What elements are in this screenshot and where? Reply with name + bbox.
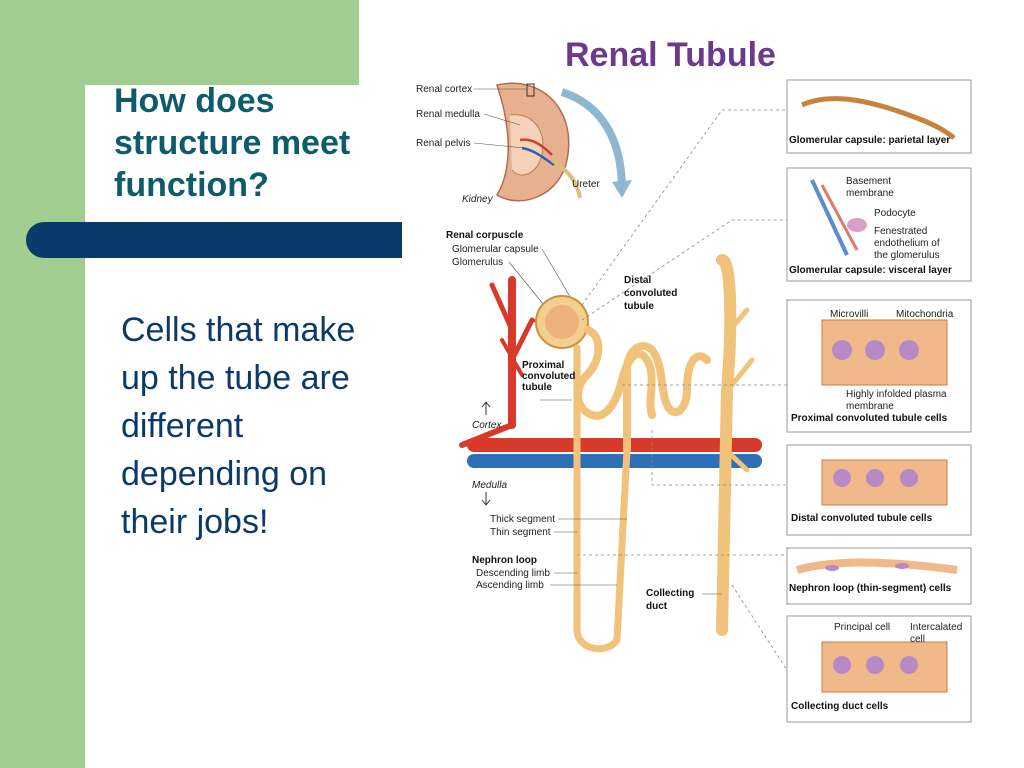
label-intercalated-1: Intercalated xyxy=(910,622,962,633)
label-distal-1: Distal xyxy=(624,275,651,286)
green-sidebar xyxy=(0,0,85,768)
green-top-panel xyxy=(85,0,359,85)
label-principal-cell: Principal cell xyxy=(834,622,890,633)
nephron-tubule xyxy=(573,254,755,653)
label-microvilli: Microvilli xyxy=(830,309,868,320)
label-renal-pelvis: Renal pelvis xyxy=(416,138,470,149)
label-nephron-loop: Nephron loop xyxy=(472,555,537,566)
diagram-title: Renal Tubule xyxy=(565,36,776,74)
label-kidney: Kidney xyxy=(462,194,494,205)
label-infolded-1: Highly infolded plasma xyxy=(846,389,947,400)
label-mitochondria: Mitochondria xyxy=(896,309,954,320)
label-cortex: Cortex xyxy=(472,420,502,431)
renal-tubule-diagram: Renal Tubule Renal cortex Renal medulla … xyxy=(416,36,972,723)
label-proximal-2: convoluted xyxy=(522,371,575,382)
arteriole-tree xyxy=(459,276,554,448)
caption-collecting: Collecting duct cells xyxy=(791,701,889,712)
label-intercalated-2: cell xyxy=(910,634,925,645)
caption-distal: Distal convoluted tubule cells xyxy=(791,513,933,524)
blue-accent-band xyxy=(26,222,402,258)
caption-parietal: Glomerular capsule: parietal layer xyxy=(789,135,950,146)
label-medulla: Medulla xyxy=(472,480,507,491)
label-glomerulus: Glomerulus xyxy=(452,257,503,268)
label-renal-medulla: Renal medulla xyxy=(416,109,480,120)
label-thin-segment: Thin segment xyxy=(490,527,551,538)
label-glomerular-capsule: Glomerular capsule xyxy=(452,244,539,255)
detail-box-collecting: Principal cell Intercalated cell Collect… xyxy=(786,615,972,723)
label-proximal-3: tubule xyxy=(522,382,552,393)
label-basement-2: membrane xyxy=(846,188,894,199)
caption-proximal: Proximal convoluted tubule cells xyxy=(791,413,948,424)
caption-nephron-loop: Nephron loop (thin-segment) cells xyxy=(789,583,952,594)
label-basement-1: Basement xyxy=(846,176,891,187)
detail-box-visceral: Basement membrane Podocyte Fenestrated e… xyxy=(786,167,972,282)
label-distal-2: convoluted xyxy=(624,288,677,299)
leader-lines xyxy=(577,109,788,671)
detail-box-parietal: Glomerular capsule: parietal layer xyxy=(786,79,972,154)
label-renal-cortex: Renal cortex xyxy=(416,84,472,95)
label-podocyte: Podocyte xyxy=(874,208,916,219)
label-fenestrated-3: the glomerulus xyxy=(874,250,940,261)
detail-box-nephron-loop: Nephron loop (thin-segment) cells xyxy=(786,547,972,605)
kidney-illustration xyxy=(495,82,582,202)
slide-title: How does structure meet function? xyxy=(114,82,351,204)
caption-visceral: Glomerular capsule: visceral layer xyxy=(789,265,952,276)
label-fenestrated-1: Fenestrated xyxy=(874,226,927,237)
zoom-arrow xyxy=(560,88,626,191)
label-renal-corpuscle: Renal corpuscle xyxy=(446,230,524,241)
label-ureter: Ureter xyxy=(572,179,600,190)
detail-box-distal: Distal convoluted tubule cells xyxy=(786,444,972,536)
label-fenestrated-2: endothelium of xyxy=(874,238,940,249)
label-collecting-1: Collecting xyxy=(646,588,694,599)
artery-band xyxy=(467,438,762,452)
label-distal-3: tubule xyxy=(624,301,654,312)
label-thick-segment: Thick segment xyxy=(490,514,555,525)
label-descending-limb: Descending limb xyxy=(476,568,550,579)
slide-body: Cells that make up the tube are differen… xyxy=(121,311,356,541)
label-proximal-1: Proximal xyxy=(522,360,564,371)
label-ascending-limb: Ascending limb xyxy=(476,580,544,591)
label-infolded-2: membrane xyxy=(846,401,894,412)
detail-box-proximal: Microvilli Mitochondria Highly infolded … xyxy=(786,299,972,433)
vein-band xyxy=(467,454,762,468)
label-collecting-2: duct xyxy=(646,601,668,612)
